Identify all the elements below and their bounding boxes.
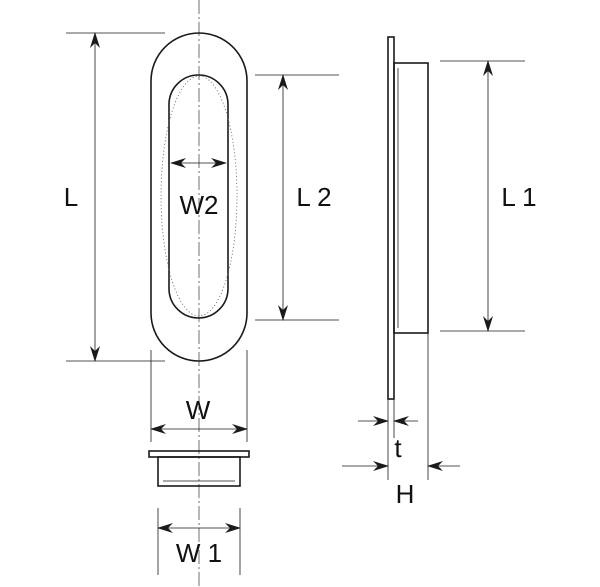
front-view bbox=[150, 0, 248, 587]
dimension-L1: L 1 bbox=[440, 60, 537, 332]
dim-label-L2: L 2 bbox=[296, 182, 331, 212]
dimension-t: t bbox=[358, 399, 418, 480]
dimension-W1: W 1 bbox=[157, 508, 241, 575]
dimension-W2: W2 bbox=[170, 158, 227, 220]
side-body bbox=[393, 62, 429, 334]
dim-label-L: L bbox=[64, 182, 78, 212]
dim-label-H: H bbox=[396, 479, 415, 509]
side-view bbox=[387, 36, 429, 400]
dim-label-W1: W 1 bbox=[176, 538, 222, 568]
recess-outline bbox=[168, 74, 229, 319]
dimension-L: L bbox=[64, 32, 165, 362]
finger-pocket-dotted bbox=[160, 75, 238, 317]
dimension-H: H bbox=[342, 333, 460, 509]
dim-label-L1: L 1 bbox=[501, 182, 536, 212]
bottom-view bbox=[148, 450, 250, 487]
bottom-body bbox=[157, 456, 241, 487]
side-flange bbox=[387, 36, 395, 400]
dimension-W: W bbox=[150, 350, 248, 442]
dim-label-W2: W2 bbox=[180, 190, 219, 220]
flange-outline bbox=[150, 32, 248, 362]
dim-label-t: t bbox=[394, 433, 402, 463]
dimension-L2: L 2 bbox=[255, 74, 339, 321]
dim-label-W: W bbox=[186, 395, 211, 425]
